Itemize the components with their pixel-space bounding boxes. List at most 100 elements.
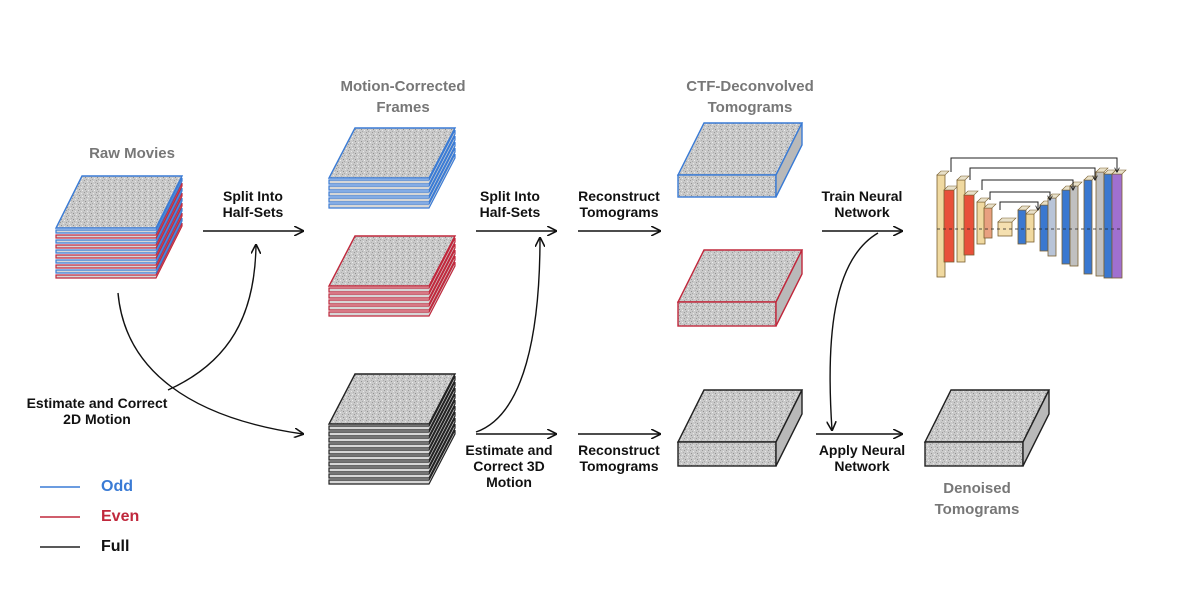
unet-network-icon xyxy=(936,157,1127,279)
motion-corrected-odd-stack xyxy=(327,127,457,209)
unet-block xyxy=(1047,197,1057,257)
legend-lines xyxy=(40,486,80,548)
unet-output xyxy=(1111,173,1123,279)
mc-even-top-frame xyxy=(327,235,457,287)
unet-block-edge xyxy=(976,197,990,203)
denoised-title: Denoised Tomograms xyxy=(934,480,1020,518)
unet-block xyxy=(1025,213,1035,243)
unet-decoder-4-edge xyxy=(1083,175,1097,181)
reconstruct-label-top: Reconstruct Tomograms xyxy=(578,188,660,220)
raw-movie-top-frame xyxy=(54,175,184,229)
tomo-odd-side-face xyxy=(775,122,803,198)
tomogram-even-box xyxy=(676,249,804,327)
unet-encoder-1 xyxy=(943,189,955,263)
mc-even-layer xyxy=(328,237,456,293)
mc-full-layer xyxy=(328,393,456,449)
estimate-3d-label: Estimate and Correct 3D Motion xyxy=(465,442,553,490)
unet-decoder-3 xyxy=(1061,189,1071,265)
legend-even-label: Even xyxy=(101,508,140,525)
mc-odd-layer xyxy=(328,147,456,203)
mc-even-layer xyxy=(328,255,456,311)
raw-movie-layer xyxy=(55,212,183,269)
unet-encoder-3 xyxy=(983,207,993,239)
unet-skip-connection xyxy=(999,201,1038,210)
motion-corrected-title: Motion-Corrected Frames xyxy=(340,78,466,116)
tomo-even-side-face xyxy=(775,249,803,327)
legend-odd-label: Odd xyxy=(101,478,133,495)
unet-encoder-2-edge xyxy=(963,190,979,196)
tomo-denoised-side-face xyxy=(1022,389,1050,467)
mc-even-layer xyxy=(328,249,456,305)
unet-input-block-edge xyxy=(936,170,950,176)
arrow-2d-motion-to-split xyxy=(167,245,256,391)
ctf-deconvolved-title: CTF-Deconvolved Tomograms xyxy=(686,78,814,116)
reconstruct-label-bottom: Reconstruct Tomograms xyxy=(578,442,660,474)
tomogram-full-box xyxy=(676,389,804,467)
mc-full-layer xyxy=(328,411,456,467)
unet-decoder-4 xyxy=(1083,179,1093,275)
mc-odd-layer xyxy=(328,135,456,191)
unet-decoder-2 xyxy=(1039,204,1049,252)
unet-block xyxy=(1095,171,1105,277)
tomo-full-side-face xyxy=(775,389,803,467)
mc-full-layer xyxy=(328,381,456,437)
raw-movies-title: Raw Movies xyxy=(89,145,175,162)
unet-skip-connection xyxy=(950,157,1117,172)
unet-skip-connection xyxy=(989,191,1050,200)
mc-full-layer xyxy=(328,399,456,455)
legend-full-label: Full xyxy=(101,538,130,555)
unet-encoder-2 xyxy=(963,194,975,256)
tomo-full-front-face xyxy=(677,441,777,467)
flow-arrows xyxy=(117,231,902,434)
unet-bottleneck-edge xyxy=(997,217,1017,223)
mc-full-layer xyxy=(328,429,456,485)
unet-decoder-1 xyxy=(1017,209,1027,245)
mc-even-layer xyxy=(328,261,456,317)
raw-movie-layer xyxy=(55,222,183,279)
motion-corrected-even-stack xyxy=(327,235,457,317)
unet-block-edge xyxy=(956,175,970,181)
mc-full-top-frame xyxy=(327,373,457,425)
tomo-even-front-face xyxy=(677,301,777,327)
raw-movie-layer xyxy=(55,197,183,254)
split-label-1: Split Into Half-Sets xyxy=(222,188,284,220)
unet-encoder-1-edge xyxy=(943,185,959,191)
unet-decoder-1-edge xyxy=(1017,205,1031,211)
unet-output-1 xyxy=(1103,173,1113,279)
raw-movies-stack xyxy=(54,175,184,279)
mc-full-layer xyxy=(328,417,456,473)
raw-movie-layer xyxy=(55,187,183,244)
mc-full-layer xyxy=(328,405,456,461)
denoised-tomogram-box xyxy=(923,389,1051,467)
mc-odd-layer xyxy=(328,153,456,209)
estimate-2d-label: Estimate and Correct 2D Motion xyxy=(26,395,168,427)
motion-corrected-full-stack xyxy=(327,373,457,485)
raw-movie-layer xyxy=(55,207,183,264)
unet-block-edge xyxy=(1069,181,1083,187)
arrow-3d-motion-to-split xyxy=(475,238,540,433)
mc-odd-layer xyxy=(328,141,456,197)
arrow-train-to-apply xyxy=(830,232,879,430)
tomo-denoised-front-face xyxy=(924,441,1024,467)
raw-movie-layer xyxy=(55,192,183,249)
unet-block-edge xyxy=(1095,167,1109,173)
train-network-label: Train Neural Network xyxy=(821,188,903,220)
mc-full-layer xyxy=(328,375,456,431)
raw-movie-layer xyxy=(55,217,183,274)
mc-odd-top-frame xyxy=(327,127,457,179)
tomo-odd-front-face xyxy=(677,174,777,198)
raw-movie-layer xyxy=(55,177,183,234)
tomogram-odd-box xyxy=(676,122,804,198)
mc-full-layer xyxy=(328,387,456,443)
unet-skip-connection xyxy=(969,167,1095,180)
unet-block-edge xyxy=(1025,209,1039,215)
unet-block xyxy=(1069,185,1079,267)
mc-odd-layer xyxy=(328,129,456,185)
raw-movie-layer xyxy=(55,202,183,259)
unet-skip-connection xyxy=(981,179,1073,190)
apply-network-label: Apply Neural Network xyxy=(818,442,906,474)
split-label-2: Split Into Half-Sets xyxy=(479,188,541,220)
mc-full-layer xyxy=(328,423,456,479)
raw-movie-layer xyxy=(55,182,183,239)
